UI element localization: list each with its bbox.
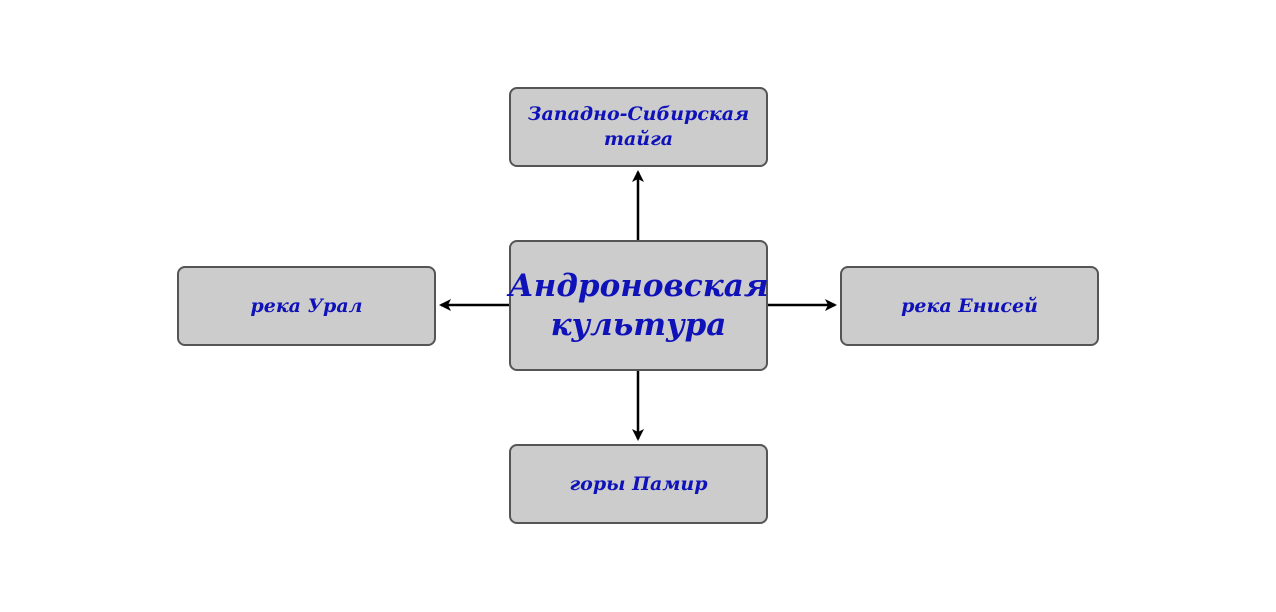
node-yenisei-river: река Енисей xyxy=(840,266,1099,346)
node-pamir-mountains: горы Памир xyxy=(509,444,768,524)
node-ural-river: река Урал xyxy=(177,266,436,346)
node-west-siberian-taiga: Западно-Сибирская тайга xyxy=(509,87,768,167)
node-center-line2: культура xyxy=(550,306,727,343)
node-top-line2: тайга xyxy=(603,128,674,150)
node-center-line1: Андроновская xyxy=(508,267,769,304)
node-right-label: река Енисей xyxy=(901,294,1038,317)
node-left-label: река Урал xyxy=(250,294,363,317)
node-andronovo-culture: Андроновская культура xyxy=(508,240,769,371)
node-bottom-label: горы Памир xyxy=(569,472,708,495)
node-top-line1: Западно-Сибирская xyxy=(527,103,750,126)
